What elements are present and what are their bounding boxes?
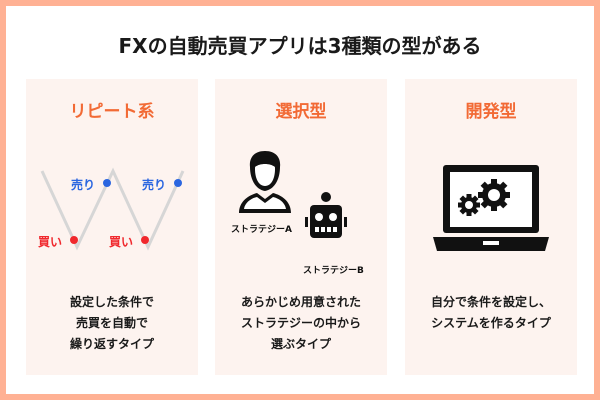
card-description: 自分で条件を設定し、 システムを作るタイプ bbox=[430, 295, 551, 330]
card-select: 選択型 ストラテジーA ストラテジーB あらかじめ用意された ストラテジーの中か… bbox=[215, 79, 387, 375]
gear-icon bbox=[478, 179, 510, 211]
buy-dot bbox=[70, 236, 78, 244]
card-heading: リピート系 bbox=[69, 102, 155, 122]
card-develop: 開発型 自分で条件を設定し、 bbox=[405, 79, 577, 375]
price-line bbox=[40, 167, 185, 251]
card-heading: 選択型 bbox=[275, 102, 327, 122]
sell-label: 売り bbox=[71, 178, 96, 192]
strategy-a-label: ストラテジーA bbox=[231, 225, 292, 235]
laptop-gears-icon bbox=[433, 165, 549, 251]
zigzag-chart-icon bbox=[40, 167, 185, 251]
card-repeat: リピート系 売り 売り 買い 買い 設定した条件で 売買を自動で 繰り返すタイプ bbox=[26, 79, 198, 375]
buy-label: 買い bbox=[109, 235, 134, 249]
person-icon bbox=[239, 151, 291, 213]
robot-icon bbox=[305, 192, 347, 238]
buy-label: 買い bbox=[38, 235, 63, 249]
sell-label: 売り bbox=[142, 178, 167, 192]
strategy-b-label: ストラテジーB bbox=[303, 266, 364, 276]
sell-dot bbox=[103, 179, 111, 187]
page-title: FXの自動売買アプリは3種類の型がある bbox=[118, 34, 482, 58]
gear-icon bbox=[458, 194, 480, 216]
card-heading: 開発型 bbox=[465, 102, 517, 122]
sell-dot bbox=[174, 179, 182, 187]
buy-dot bbox=[141, 236, 149, 244]
card-description: 設定した条件で 売買を自動で 繰り返すタイプ bbox=[69, 295, 154, 351]
card-description: あらかじめ用意された ストラテジーの中から 選ぶタイプ bbox=[240, 295, 361, 351]
